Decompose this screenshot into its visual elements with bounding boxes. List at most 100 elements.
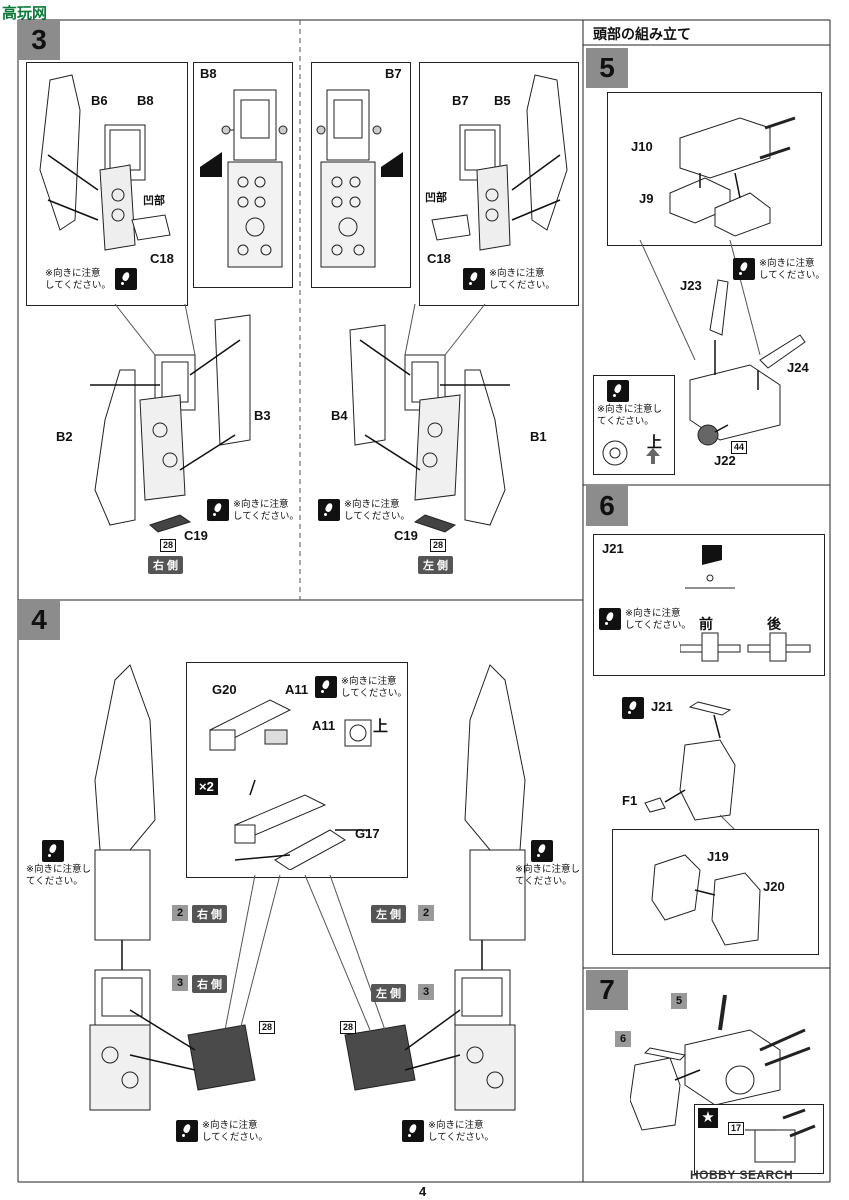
runner-number-17: 17	[728, 1122, 745, 1135]
label-up-a11: 上	[373, 718, 389, 735]
runner-number-28-c: 28	[259, 1021, 276, 1034]
step-3-number: 3	[18, 20, 60, 60]
step-4-number: 4	[18, 600, 60, 640]
caution-icon	[402, 1120, 424, 1142]
note-text: ※向きに注意 してください。	[489, 268, 555, 291]
ref-step-2-right: 2	[418, 905, 434, 921]
page-number: 4	[419, 1184, 427, 1199]
head-assembly-diagram-step6	[644, 701, 736, 831]
label-f1: F1	[622, 793, 638, 808]
caution-icon	[176, 1120, 198, 1142]
label-j19: J19	[707, 849, 729, 864]
label-front: 前	[699, 616, 713, 632]
ref-step-3-left: 3	[172, 975, 188, 991]
note-orientation-sprue-left: ※向きに注意 してください。	[176, 1120, 268, 1144]
note-orientation-leg-left-upper: ※向きに注意し てください。	[26, 840, 91, 888]
label-b3: B3	[254, 408, 271, 423]
step-5-number: 5	[586, 48, 628, 88]
caution-icon	[531, 840, 553, 862]
note-orientation-a11: ※向きに注意 してください。	[315, 676, 407, 700]
star-detail-diagram	[745, 1108, 816, 1163]
runner-number-28-d: 28	[340, 1021, 357, 1034]
badge-right-side-step3: 右 側	[148, 556, 184, 574]
label-j10: J10	[631, 139, 653, 154]
part-diagram-b6-b8	[39, 74, 171, 251]
note-text: ※向きに注意し てください。	[26, 864, 91, 887]
label-b8-left: B8	[137, 93, 154, 108]
section-title-head-assembly: 頭部の組み立て	[593, 26, 691, 42]
multiplier-x2-text: ×2	[199, 779, 214, 794]
caution-icon	[599, 608, 621, 630]
runner-number-28-a: 28	[160, 539, 177, 552]
note-text: ※向きに注意 してください。	[759, 258, 825, 281]
note-text: ※向きに注意 してください。	[344, 499, 410, 522]
note-text: ※向きに注意 してください。	[202, 1120, 268, 1143]
caution-icon	[315, 676, 337, 698]
arrow-up-icon	[646, 448, 660, 464]
label-g20: G20	[212, 682, 237, 697]
part-diagram-j10-j9	[669, 116, 796, 237]
label-recess-right: 凹部	[425, 192, 447, 204]
label-a11-top: A11	[285, 682, 309, 697]
runner-number-28-b: 28	[430, 539, 447, 552]
label-a11-orient: A11	[312, 718, 336, 733]
ref-step-5-step7: 5	[671, 993, 687, 1009]
label-c18-left: C18	[150, 251, 174, 266]
badge-right-side-2: 右 側	[192, 905, 228, 923]
leg-assembly-diagram-step4	[89, 664, 526, 1111]
part-diagram-b7-b5	[431, 74, 568, 251]
label-recess-left: 凹部	[143, 195, 165, 207]
label-c19-left: C19	[184, 528, 208, 543]
label-b6-left: B6	[91, 93, 108, 108]
note-orientation-j22: ※向きに注意し てください。	[597, 380, 662, 428]
head-final-assembly-diagram	[630, 994, 811, 1131]
step-7-number: 7	[586, 970, 628, 1010]
label-back: 後	[767, 616, 781, 632]
note-orientation-c18-right: ※向きに注意 してください。	[463, 268, 555, 292]
label-j20: J20	[763, 879, 785, 894]
note-orientation-c19-right: ※向きに注意 してください。	[318, 499, 410, 523]
watermark-text: HOBBY SEARCH	[690, 1168, 794, 1182]
note-orientation-j23: ※向きに注意 してください。	[733, 258, 825, 282]
badge-left-side-2: 左 側	[371, 905, 407, 923]
note-text: ※向きに注意 してください。	[428, 1120, 494, 1143]
label-b1: B1	[530, 429, 547, 444]
sub-panel-g20-g17	[186, 662, 408, 878]
site-logo: 高玩网	[2, 2, 47, 23]
caution-icon	[42, 840, 64, 862]
label-b5-right: B5	[494, 93, 511, 108]
label-b7-right: B7	[452, 93, 469, 108]
note-text: ※向きに注意し てください。	[515, 864, 580, 887]
caution-icon	[607, 380, 629, 402]
badge-right-side-3: 右 側	[192, 975, 228, 993]
note-text: ※向きに注意 してください。	[45, 268, 111, 291]
note-text: ※向きに注意 してください。	[341, 676, 407, 699]
ref-step-3-right: 3	[418, 984, 434, 1000]
star-icon: ★	[698, 1108, 718, 1128]
note-text: ※向きに注意し てください。	[597, 404, 662, 427]
ref-step-2-left: 2	[172, 905, 188, 921]
label-j21-assembly: J21	[651, 699, 673, 714]
head-assembly-diagram-step5	[639, 240, 806, 446]
part-diagram-j21-orientation	[680, 545, 811, 662]
step-6-number: 6	[586, 486, 628, 526]
leg-assembly-diagram-step3	[90, 303, 510, 533]
label-j23: J23	[680, 278, 702, 293]
label-b7-sprue: B7	[385, 66, 402, 81]
caution-icon	[463, 268, 485, 290]
j22-orientation-circle	[602, 440, 628, 466]
site-logo-text: 高玩网	[2, 5, 48, 22]
label-j21-panel: J21	[602, 541, 624, 556]
label-b8-sprue: B8	[200, 66, 217, 81]
note-text: ※向きに注意 してください。	[233, 499, 299, 522]
note-orientation-j21: ※向きに注意 してください。	[599, 608, 691, 632]
label-up-j22: 上	[647, 434, 663, 451]
sprue-diagram-b8	[200, 89, 288, 268]
caution-icon	[114, 268, 137, 290]
badge-left-side-step3: 左 側	[418, 556, 454, 574]
note-orientation-j21-assembly	[622, 697, 644, 719]
label-b2: B2	[56, 429, 73, 444]
watermark: HOBBY SEARCH	[690, 1168, 793, 1182]
ref-step-6-step7: 6	[615, 1031, 631, 1047]
